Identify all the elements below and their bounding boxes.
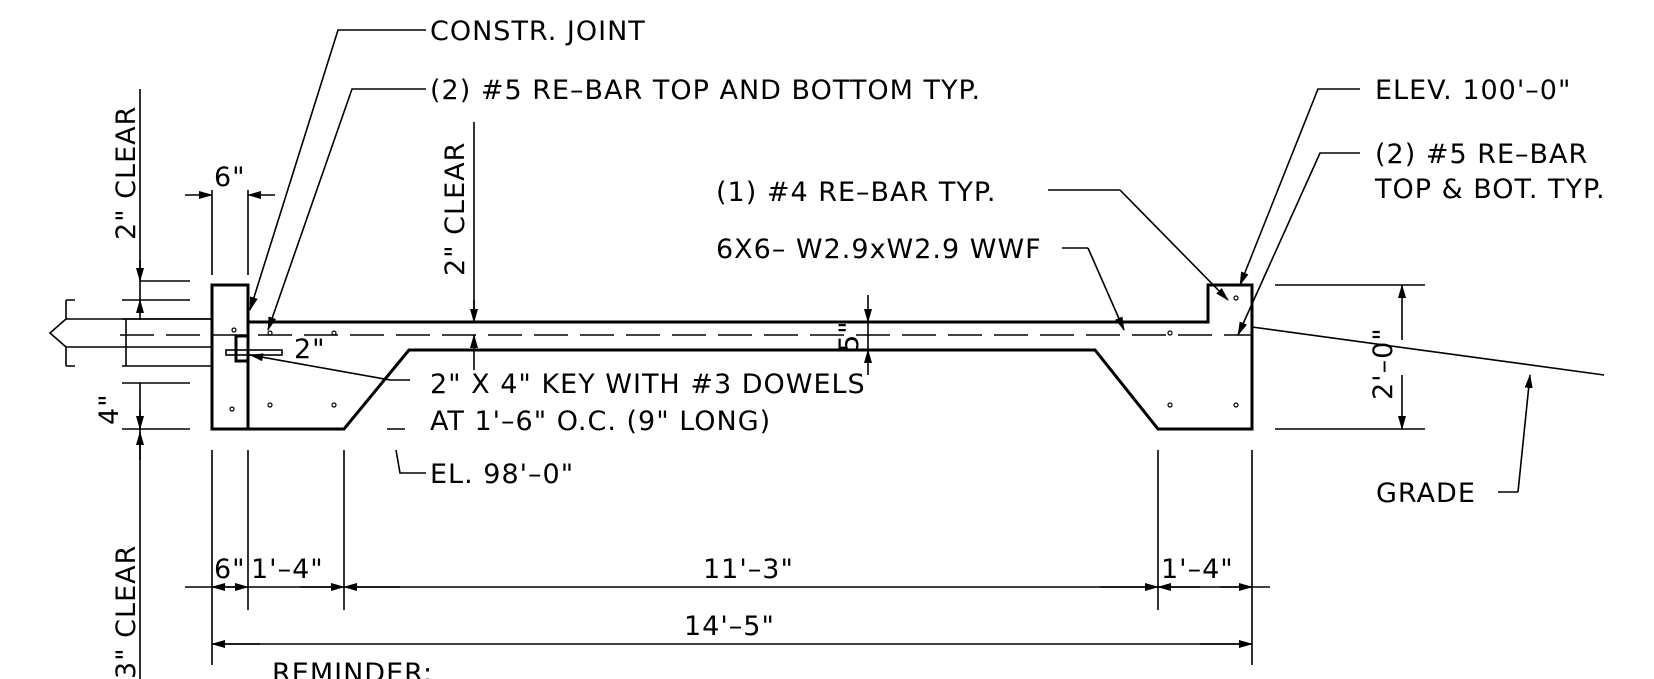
d1-4-right-dim: 1'–4" — [1161, 554, 1234, 585]
elev-100-label: ELEV. 100'–0" — [1375, 75, 1571, 106]
d2-key-dim: 2" — [294, 334, 326, 365]
break-line-symbol — [48, 299, 75, 367]
rebar-dots — [229, 295, 1239, 412]
key-label-line1: 2" X 4" KEY WITH #3 DOWELS — [430, 369, 866, 400]
main-slab — [246, 283, 1254, 431]
leader-lines — [249, 29, 1533, 493]
d1-4-left-dim: 1'–4" — [251, 554, 324, 585]
reminder-label: REMINDER: — [272, 658, 433, 679]
d11-3-dim: 11'–3" — [703, 554, 794, 585]
d6-bottom-dim: 6" — [214, 554, 246, 585]
rebar-top-bottom-label: (2) #5 RE–BAR TOP AND BOTTOM TYP. — [430, 75, 981, 106]
dowel-bar — [225, 349, 283, 356]
rebar-5-label-line1: (2) #5 RE–BAR — [1375, 139, 1588, 170]
d14-5-dim: 14'–5" — [684, 611, 775, 642]
constr-joint-label: CONSTR. JOINT — [430, 16, 646, 47]
left-stem — [210, 283, 250, 431]
clear-3-dim: 3" CLEAR — [111, 545, 142, 679]
rebar-5-label-line2: TOP & BOT. TYP. — [1374, 174, 1606, 205]
slab-outline — [48, 283, 1605, 431]
existing-slab-edge — [66, 318, 212, 348]
dimension-lines — [122, 89, 1425, 679]
d5-dim: 5" — [834, 320, 865, 352]
grade-label: GRADE — [1376, 478, 1476, 509]
clear-2-mid-dim: 2" CLEAR — [440, 142, 471, 276]
grade-line — [1251, 326, 1605, 376]
clear-2-left-dim: 2" CLEAR — [111, 106, 142, 240]
el-98-label: EL. 98'–0" — [430, 459, 574, 490]
rebar-4-label: (1) #4 RE–BAR TYP. — [716, 177, 997, 208]
d4-dim: 4" — [94, 393, 125, 425]
d6-top-dim: 6" — [214, 162, 246, 193]
key-notch — [234, 334, 248, 363]
key-label-line2: AT 1'–6" O.C. (9" LONG) — [430, 406, 771, 437]
d2-0-dim: 2'–0" — [1368, 327, 1399, 400]
wwf-label: 6X6– W2.9xW2.9 WWF — [716, 234, 1042, 265]
